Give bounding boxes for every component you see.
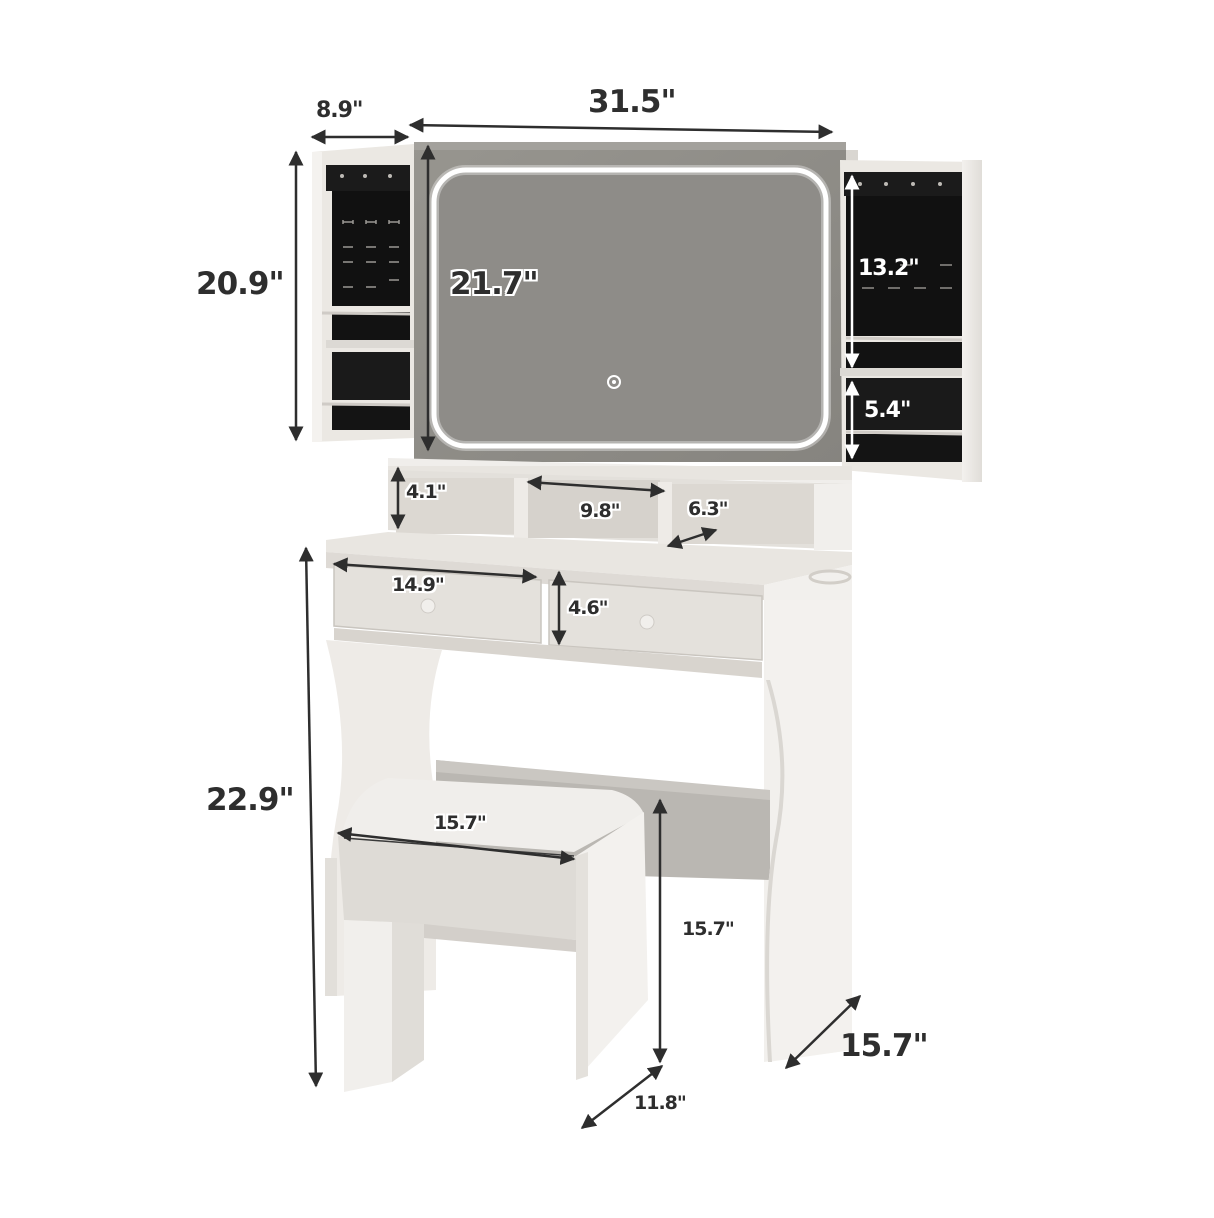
label-jewelry-lower-height: 5.4" (864, 398, 911, 423)
left-drawer-knob (420, 598, 436, 614)
arrow-drawer-width (332, 557, 538, 584)
arrow-stool-depth (580, 1065, 664, 1129)
arrow-shelf-width (526, 475, 666, 498)
necklace-hooks (340, 174, 392, 178)
right-jewelry-cabinet (840, 150, 982, 482)
label-jewelry-upper-height: 13.2" (858, 256, 920, 281)
hair-dryer-holder (808, 569, 852, 585)
label-overall-width: 31.5" (588, 84, 677, 120)
dimension-lines (288, 117, 862, 1129)
label-drawer-height: 4.6" (568, 597, 609, 619)
label-desk-height: 22.9" (206, 782, 295, 818)
label-shelf-width: 9.8" (580, 500, 621, 522)
arrow-shelf-depth (666, 527, 718, 549)
left-jewelry-cabinet (312, 144, 414, 442)
label-side-cabinet-width: 8.9" (316, 98, 363, 123)
right-drawer-knob (639, 614, 655, 630)
led-mirror (414, 142, 846, 462)
arrow-overall-width (408, 117, 834, 140)
arrow-desk-height (298, 546, 324, 1088)
touch-switch-icon[interactable] (607, 375, 621, 389)
arrow-stool-width (336, 827, 576, 865)
label-stool-height: 15.7" (682, 918, 735, 940)
label-stool-depth: 11.8" (634, 1092, 687, 1114)
label-drawer-width: 14.9" (392, 574, 445, 596)
label-side-cabinet-height: 20.9" (196, 266, 285, 302)
earring-hooks (342, 220, 400, 288)
label-stool-width: 15.7" (434, 812, 487, 834)
right-drawer (548, 579, 763, 661)
label-shelf-depth: 6.3" (688, 498, 729, 520)
arrow-desk-depth (784, 994, 862, 1070)
label-mirror-height: 21.7" (450, 266, 539, 302)
stool (338, 778, 648, 1092)
label-desk-depth: 15.7" (840, 1028, 929, 1064)
label-shelf-height: 4.1" (406, 481, 447, 503)
